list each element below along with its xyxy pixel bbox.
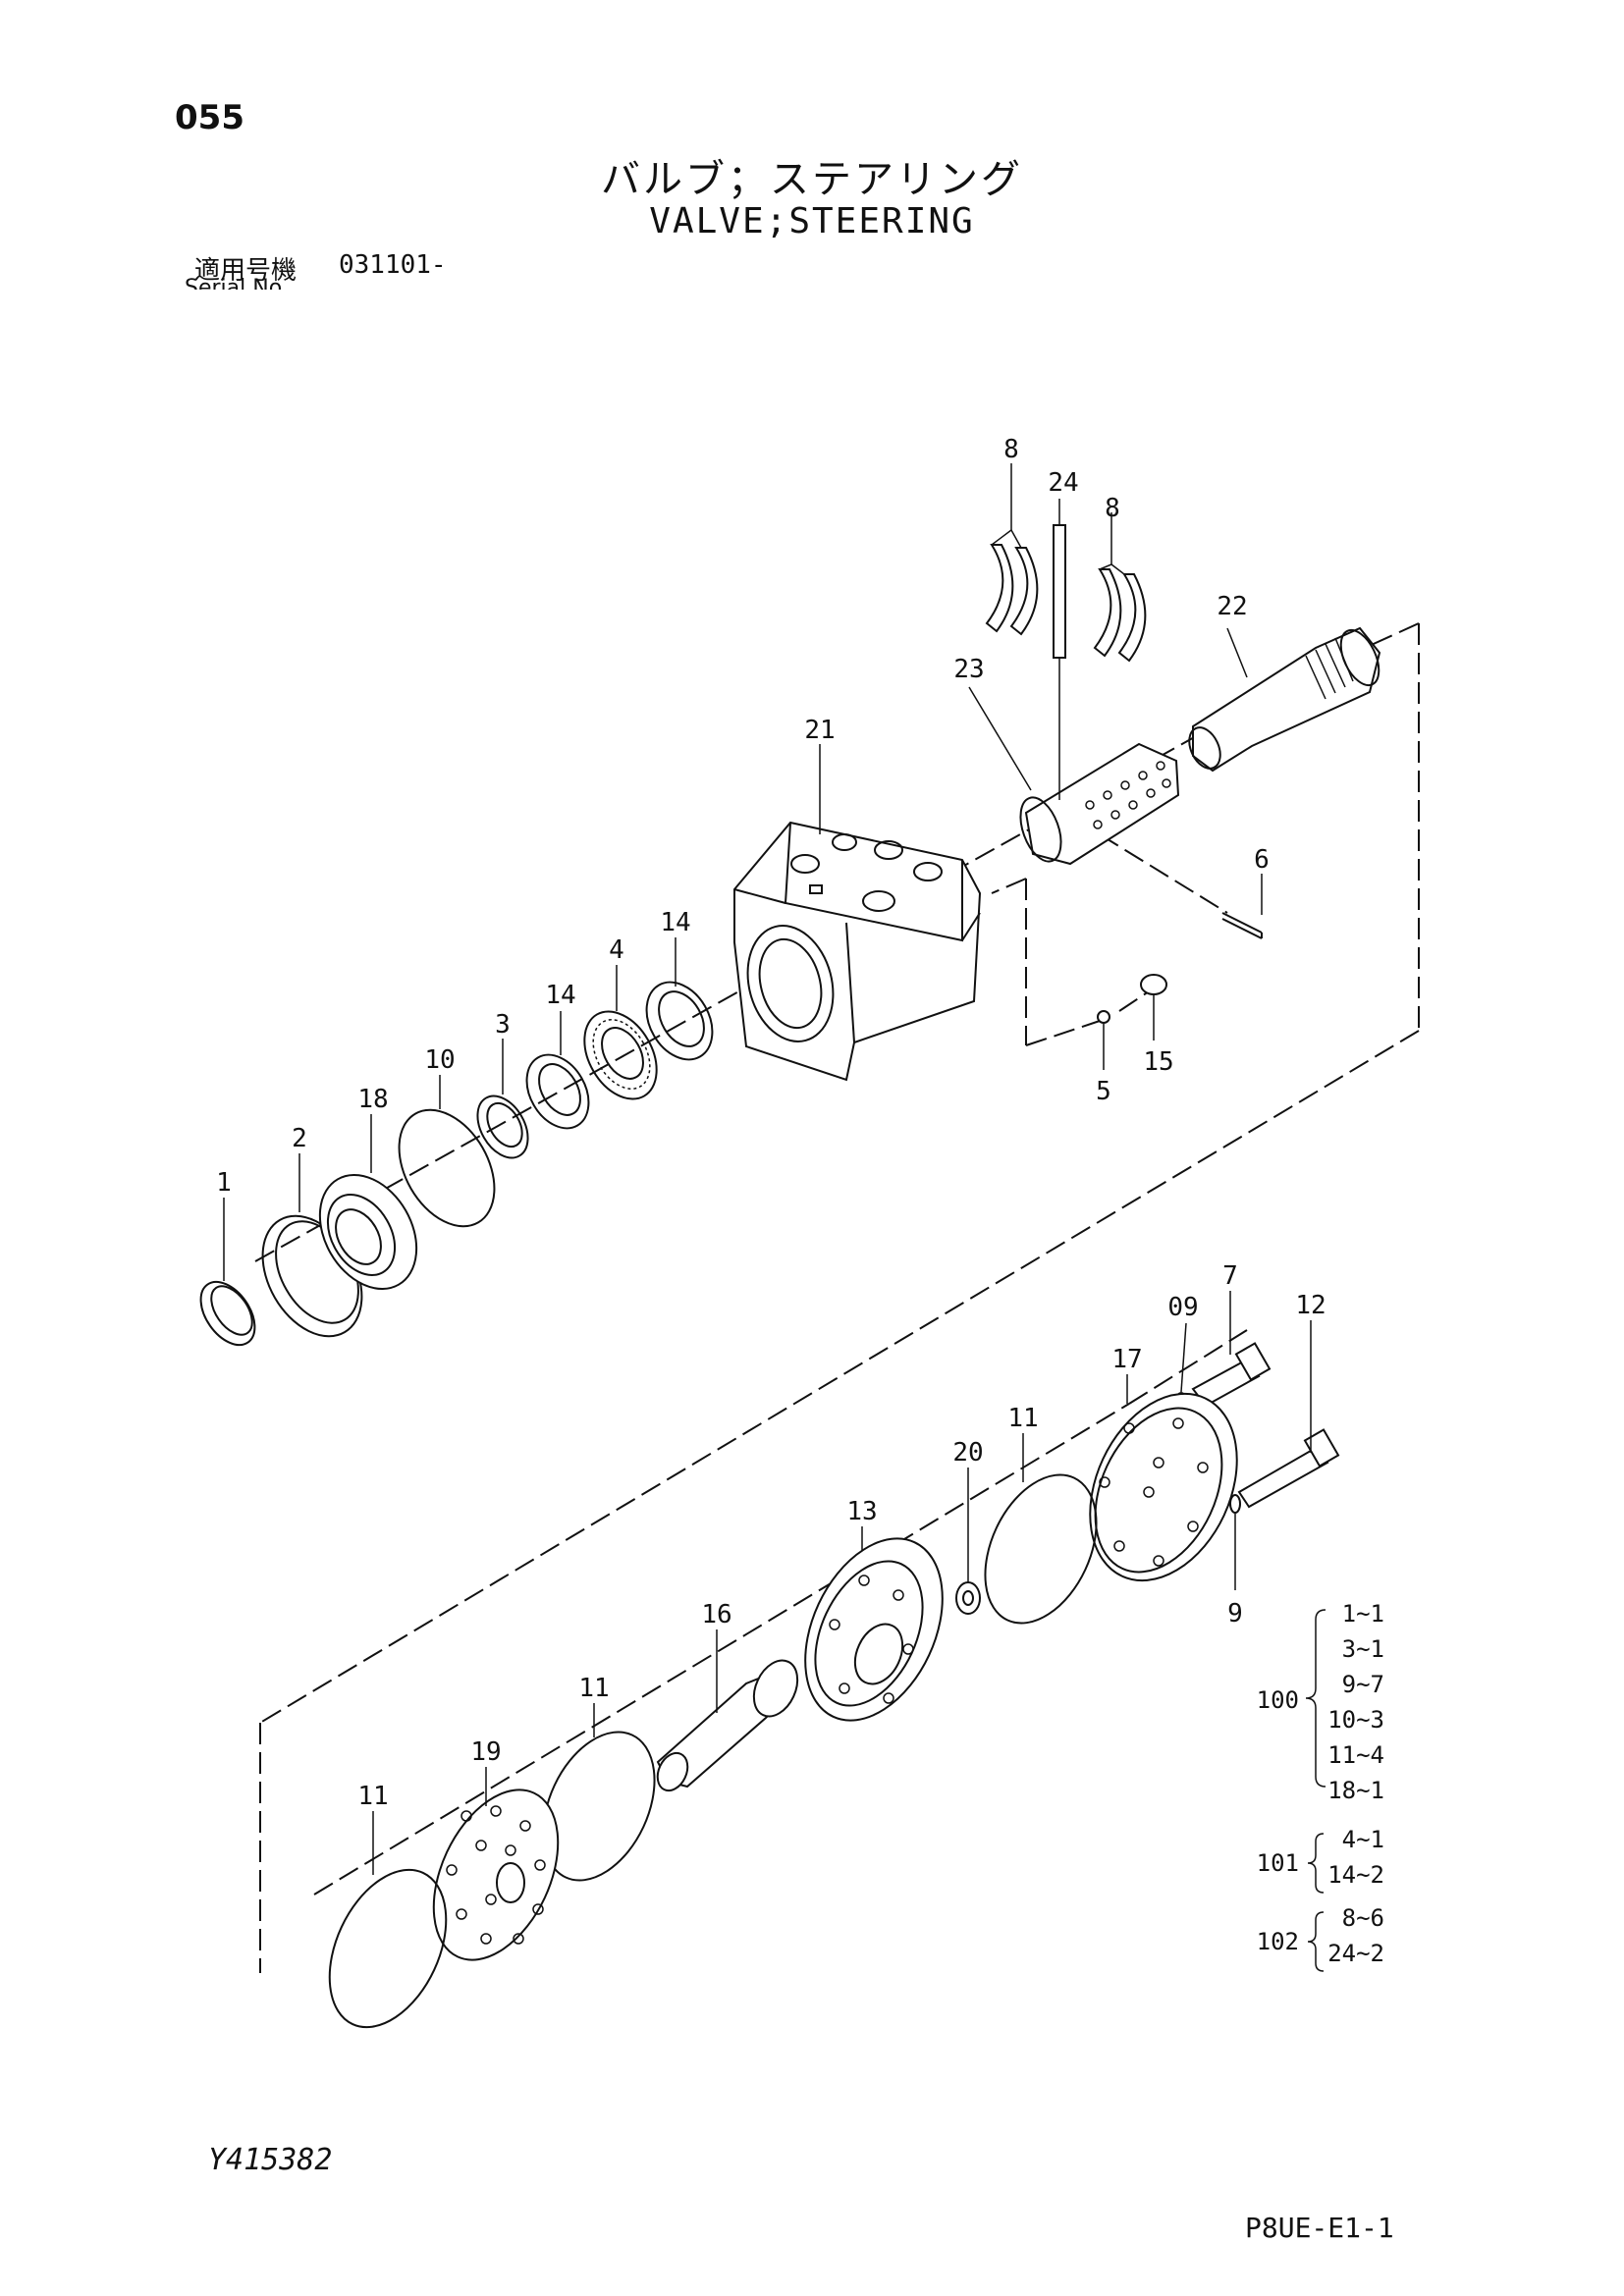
callout-12: 12 [1295,1291,1326,1320]
document-id: Y415382 [208,2143,333,2177]
callout-11c: 11 [357,1782,388,1811]
part-bolt-7 [1191,1342,1272,1408]
callout-6: 6 [1254,845,1270,875]
callout-21: 21 [804,716,835,745]
serial-sublabel: Serial No. [185,278,289,290]
serial-label: 適用号機 [194,256,298,286]
part-seal [318,1173,418,1291]
callout-8b: 8 [1105,494,1120,523]
callout-14b: 14 [545,981,575,1010]
title-english: VALVE;STEERING [649,201,975,241]
callout-numbers: 8 24 8 22 23 21 6 14 4 14 3 10 18 2 1 5 … [216,435,1326,1811]
serial-value: 031101- [339,250,447,280]
part-o-ring-11a [984,1473,1098,1625]
page-code: P8UE-E1-1 [1245,2212,1394,2244]
callout-11b: 11 [578,1674,609,1703]
part-thrust-washer-2 [645,981,714,1061]
callout-4: 4 [609,935,624,965]
callout-3: 3 [495,1010,511,1040]
part-end-cap [1089,1392,1238,1582]
part-centering-springs [985,524,1147,663]
callout-20: 20 [952,1438,983,1468]
callout-18: 18 [357,1085,388,1114]
kit-table: 100 1~1 3~1 9~7 10~3 11~4 18~1 101 4~1 1… [1257,1600,1384,1972]
kit-100-brace [1305,1609,1326,1788]
part-pin [1221,912,1263,939]
kit-101-item: 4~1 [1342,1826,1384,1853]
part-washer-9 [1229,1494,1241,1514]
part-bolt-12 [1237,1428,1340,1509]
part-ball [1097,1010,1110,1024]
callout-9: 9 [1227,1599,1243,1629]
part-thrust-washer [525,1053,590,1130]
callout-7: 7 [1222,1261,1238,1291]
callout-11a: 11 [1007,1404,1038,1433]
part-thrust-bearing [583,1010,658,1100]
kit-100-item: 3~1 [1342,1635,1384,1663]
part-valve-housing [733,821,982,1082]
callout-15: 15 [1143,1047,1173,1077]
callout-23: 23 [953,655,984,684]
kit-100-item: 11~4 [1327,1741,1384,1769]
callout-10: 10 [424,1045,455,1075]
part-o-ring [398,1108,496,1228]
kit-100-item: 18~1 [1327,1777,1384,1804]
kit-102-number: 102 [1257,1928,1299,1955]
page-number: 055 [175,98,244,137]
assembly-dash-lines [254,622,1420,1973]
callout-09: 09 [1167,1293,1198,1322]
part-plate [432,1789,560,1961]
callout-1: 1 [216,1168,232,1198]
kit-100-item: 9~7 [1342,1671,1384,1698]
kit-100-item: 1~1 [1342,1600,1384,1628]
callout-22: 22 [1217,592,1247,621]
kit-102-brace [1307,1911,1325,1972]
callout-14a: 14 [660,908,690,937]
kit-100-item: 10~3 [1327,1706,1384,1734]
callout-2: 2 [292,1124,307,1153]
part-sleeve [1019,742,1180,866]
callout-16: 16 [701,1600,731,1629]
callout-19: 19 [470,1737,501,1767]
kit-100-number: 100 [1257,1686,1299,1714]
part-snap-ring [199,1280,256,1347]
part-plug [1140,974,1167,995]
callout-17: 17 [1111,1345,1142,1374]
part-gerotor [804,1537,944,1722]
part-spacer [955,1581,981,1615]
callout-8a: 8 [1003,435,1019,464]
kit-102-item: 24~2 [1327,1940,1384,1967]
kit-101-brace [1307,1833,1325,1894]
callout-24: 24 [1048,468,1078,498]
callout-13: 13 [846,1497,877,1526]
part-o-ring-11b [542,1731,656,1882]
kit-101-item: 14~2 [1327,1861,1384,1889]
callout-5: 5 [1096,1077,1111,1106]
kit-102-item: 8~6 [1342,1904,1384,1932]
part-drive-shaft [656,1659,799,1792]
part-washer [476,1095,529,1159]
part-spool [1188,626,1381,773]
part-o-ring-11c [328,1868,448,2029]
callout-leaders [223,463,1312,1875]
title-japanese: バルブ；ステアリング [601,157,1023,202]
kit-101-number: 101 [1257,1849,1299,1877]
